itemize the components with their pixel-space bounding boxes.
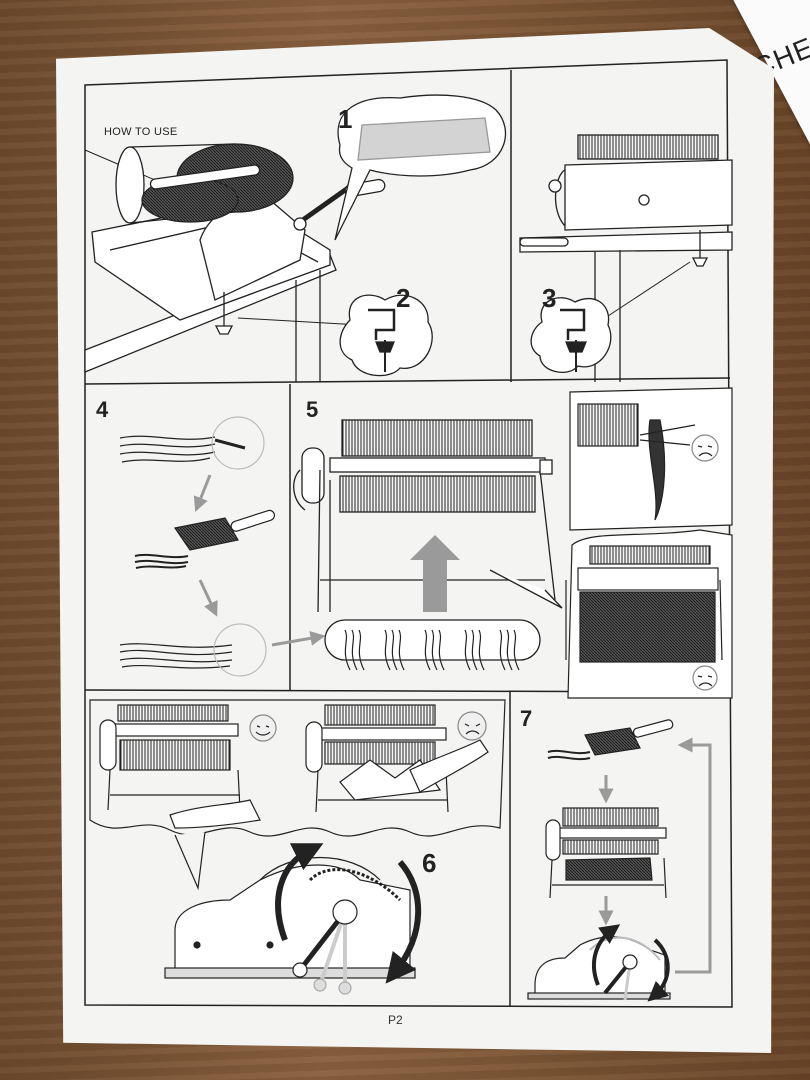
panel-5-bad-example-top <box>569 387 733 531</box>
panel-7-repeat-process <box>527 719 712 1002</box>
step-1-number: 1 <box>338 104 353 134</box>
panel-2-clamp-detail <box>339 294 433 377</box>
panel-3-clamp-detail <box>530 297 612 373</box>
step-6-number: 6 <box>422 848 437 878</box>
step-5-number: 5 <box>306 397 319 422</box>
panel-1-fiber-bubble <box>334 94 507 241</box>
how-to-use-heading: HOW TO USE <box>104 126 178 138</box>
step-7-number: 7 <box>520 706 533 731</box>
page-number: P2 <box>388 1013 403 1027</box>
panel-6-feeding-technique <box>89 699 506 995</box>
panel-5-bad-example-bottom <box>565 529 733 699</box>
panel-5-loading-licker-in <box>293 419 563 671</box>
step-4-number: 4 <box>96 397 109 422</box>
panel-4-fiber-preparation <box>119 416 326 677</box>
step-3-number: 3 <box>542 283 557 313</box>
panel-1-drum-carder <box>84 143 386 382</box>
panel-3-carder-top-view <box>519 134 733 382</box>
step-2-number: 2 <box>396 283 411 313</box>
